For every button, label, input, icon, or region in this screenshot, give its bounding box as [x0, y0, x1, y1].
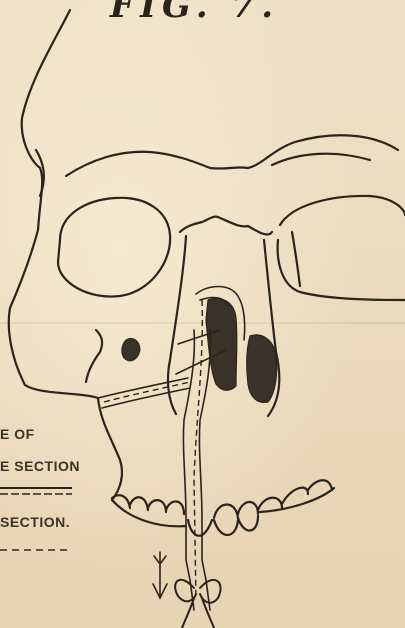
brow-detail [272, 154, 370, 165]
upper-teeth [112, 480, 332, 518]
cranium-outline [9, 10, 98, 398]
nasal-cavity-right [247, 335, 277, 402]
lacrimal-fossa [122, 338, 140, 360]
right-orbit-inner [292, 232, 300, 286]
dash-lateral [104, 382, 190, 402]
left-orbit [58, 198, 170, 297]
nasal-left-wall [168, 236, 186, 414]
zygomatic-fissure [86, 330, 102, 382]
drain-tube-left [183, 330, 194, 610]
lower-teeth [188, 516, 258, 536]
lateral-tube-lower [102, 388, 190, 408]
right-orbit [278, 196, 405, 300]
jaw-line [112, 488, 334, 526]
legend-label-2: E SECTION [0, 458, 80, 474]
dash-center-vertical [194, 300, 202, 600]
temporal-line [36, 150, 44, 196]
legend-label-1: E OF [0, 426, 35, 442]
nasal-bone [180, 217, 272, 235]
cheek-line [98, 398, 122, 500]
legend-label-3: SECTION. [0, 514, 70, 530]
lateral-tube-upper [98, 378, 188, 398]
knot-tail-left [182, 598, 194, 628]
knot-left-loop [175, 580, 196, 602]
